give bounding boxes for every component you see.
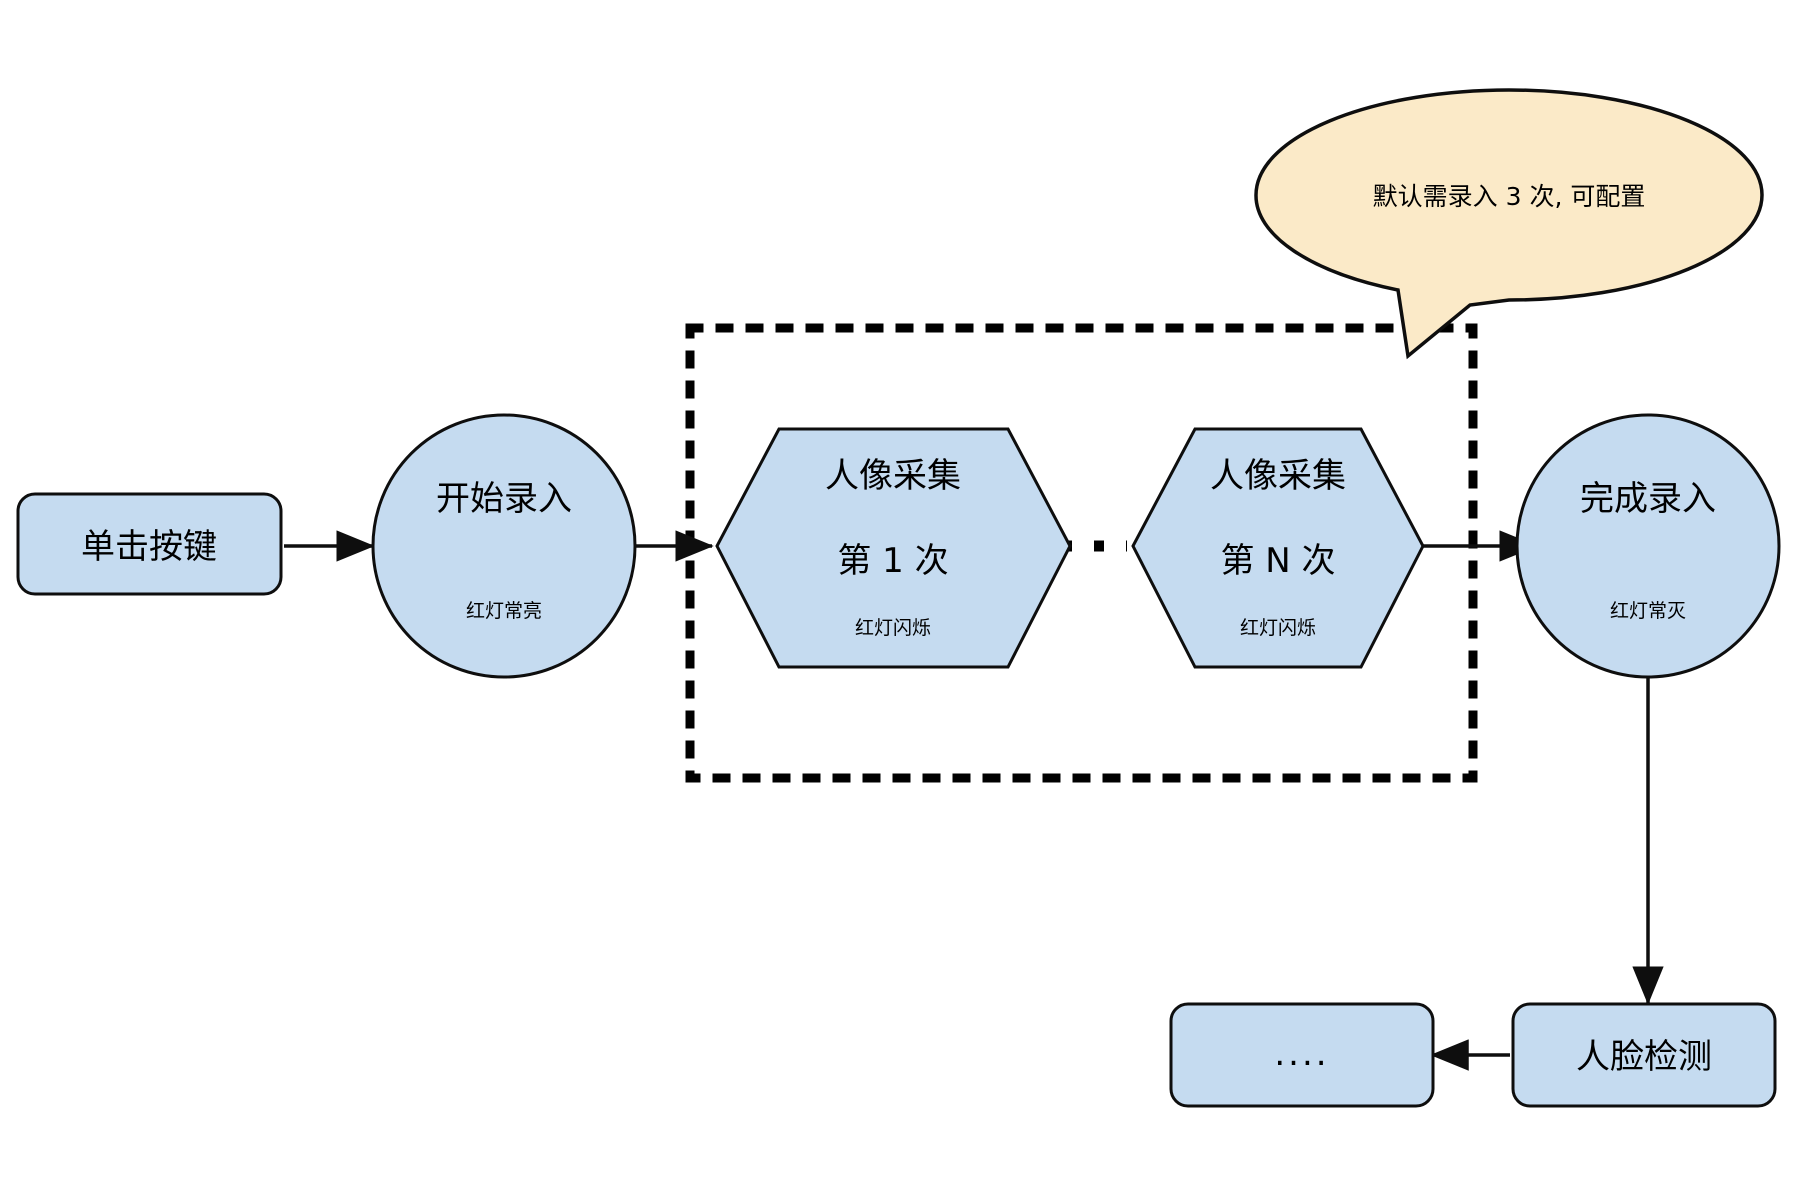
node-more-steps[interactable]: .... — [1169, 1002, 1435, 1108]
capture-nth-label2: 第 N 次 — [1220, 541, 1335, 581]
node-start-enroll[interactable]: 开始录入 红灯常亮 — [371, 413, 637, 679]
finish-enroll-label: 完成录入 — [1580, 479, 1716, 519]
finish-enroll-shape[interactable] — [1515, 413, 1781, 679]
node-face-detect[interactable]: 人脸检测 — [1511, 1002, 1777, 1108]
callout-loop-note[interactable]: 默认需录入 3 次, 可配置 — [1254, 88, 1764, 360]
capture-first-shape[interactable] — [715, 427, 1072, 669]
start-enroll-shape[interactable] — [371, 413, 637, 679]
capture-nth-label: 人像采集 — [1210, 456, 1346, 496]
capture-first-sublabel: 红灯闪烁 — [855, 617, 931, 639]
capture-first-label2: 第 1 次 — [837, 541, 948, 581]
node-finish-enroll[interactable]: 完成录入 红灯常灭 — [1515, 413, 1781, 679]
press-key-shape[interactable] — [16, 492, 283, 596]
capture-first-label: 人像采集 — [825, 456, 961, 496]
start-enroll-sublabel: 红灯常亮 — [466, 600, 542, 622]
more-steps-label: .... — [1274, 1034, 1329, 1074]
capture-nth-sublabel: 红灯闪烁 — [1240, 617, 1316, 639]
start-enroll-label: 开始录入 — [436, 479, 572, 519]
node-press-key[interactable]: 单击按键 — [16, 492, 283, 596]
node-capture-first[interactable]: 人像采集 第 1 次 红灯闪烁 — [715, 427, 1072, 669]
capture-nth-shape[interactable] — [1131, 427, 1425, 669]
callout-shape[interactable] — [1254, 88, 1764, 360]
callout-label: 默认需录入 3 次, 可配置 — [1373, 182, 1646, 211]
node-capture-nth[interactable]: 人像采集 第 N 次 红灯闪烁 — [1131, 427, 1425, 669]
face-detect-label: 人脸检测 — [1576, 1037, 1712, 1077]
more-steps-shape[interactable] — [1169, 1002, 1435, 1108]
capture-loop-group — [685, 323, 1478, 783]
face-detect-shape[interactable] — [1511, 1002, 1777, 1108]
finish-enroll-sublabel: 红灯常灭 — [1610, 600, 1686, 622]
press-key-label: 单击按键 — [81, 527, 217, 567]
